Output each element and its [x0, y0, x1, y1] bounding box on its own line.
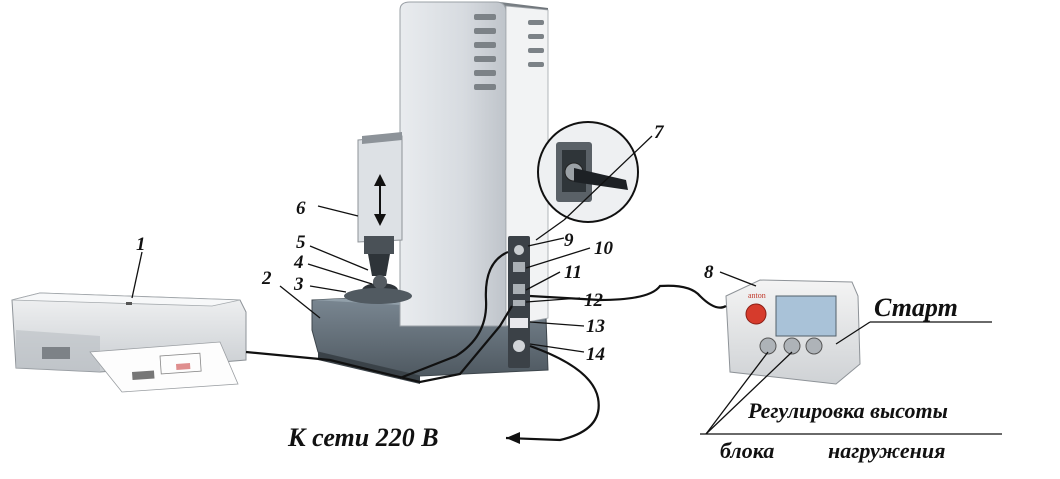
anvil [344, 288, 412, 304]
callout-2: 2 [261, 268, 272, 289]
mains-label: К сети 220 В [287, 423, 439, 452]
callout-14: 14 [586, 344, 605, 365]
printer-cable [245, 305, 513, 384]
callout-6: 6 [296, 198, 306, 219]
printer-link-cable [399, 250, 509, 380]
loading-unit [357, 132, 403, 276]
printer-paper [89, 341, 239, 393]
control-panel: anton [725, 279, 861, 385]
callout-1: 1 [136, 234, 146, 255]
height-adjust-label-line1: Регулировка высоты [747, 398, 948, 423]
printer-slot-icon [42, 347, 70, 359]
panel-screen [775, 295, 837, 337]
callout-8: 8 [704, 262, 714, 283]
panel-start-button[interactable] [805, 337, 823, 355]
emergency-stop-icon [745, 303, 767, 325]
inset-detail [537, 121, 639, 223]
key-icon [574, 168, 628, 190]
callout-3: 3 [293, 274, 304, 295]
connector-panel [508, 236, 530, 368]
callout-12: 12 [584, 290, 604, 311]
connector-11-icon [513, 284, 525, 294]
indenter [373, 275, 387, 289]
connector-10-icon [513, 262, 525, 272]
leader-lines [131, 135, 1002, 435]
vertical-motion-arrow-icon [374, 174, 386, 226]
callout-9: 9 [564, 230, 574, 251]
callout-7: 7 [654, 122, 665, 143]
callout-5: 5 [296, 232, 306, 253]
vent-slots [474, 14, 544, 90]
connector-9-icon [514, 245, 524, 255]
switch-13-icon [510, 318, 528, 328]
panel-button-up[interactable] [783, 337, 801, 355]
callout-11: 11 [564, 262, 582, 283]
control-panel-cable [529, 284, 727, 309]
panel-brand: anton [748, 291, 766, 300]
callout-13: 13 [586, 316, 605, 337]
callout-4: 4 [293, 252, 304, 273]
mains-arrow-icon [506, 432, 520, 444]
height-adjust-label-line2b: нагружения [828, 438, 945, 463]
callout-10: 10 [594, 238, 614, 259]
panel-button-down[interactable] [759, 337, 777, 355]
mains-cable [505, 344, 600, 442]
power-socket-14-icon [513, 340, 525, 352]
connector-12-icon [513, 300, 525, 306]
start-label: Старт [874, 293, 958, 322]
height-adjust-label-line2a: блока [720, 438, 774, 463]
